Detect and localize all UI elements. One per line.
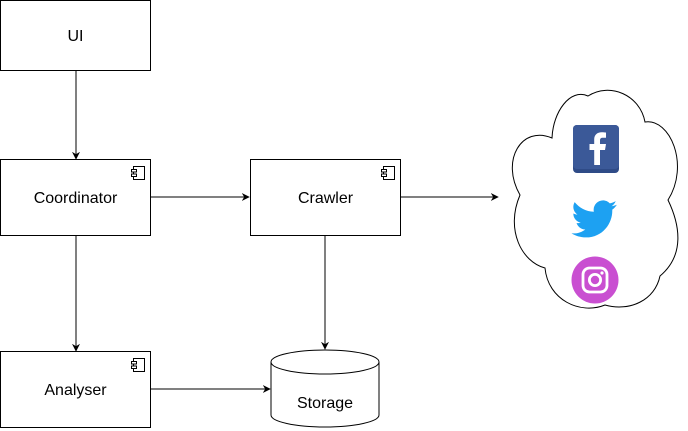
analyser-node[interactable]: Analyser [0, 351, 151, 428]
coordinator-box [0, 159, 151, 236]
coordinator-label: Coordinator [34, 190, 118, 207]
edges [72, 70, 499, 393]
ui-box [0, 0, 151, 71]
storage-node[interactable]: Storage [270, 349, 380, 428]
analyser-label: Analyser [44, 382, 107, 399]
instagram-icon [571, 256, 619, 304]
twitter-icon [571, 200, 617, 238]
coordinator-node[interactable]: Coordinator [0, 159, 151, 236]
crawler-box [250, 159, 401, 236]
storage-label: Storage [297, 395, 353, 412]
facebook-icon [573, 125, 619, 173]
ui-label: UI [68, 28, 84, 45]
component-icon [381, 166, 395, 180]
cloud-shape [511, 89, 679, 309]
storage-cylinder [270, 349, 380, 428]
social-cloud[interactable] [511, 89, 679, 309]
component-icon [131, 166, 145, 180]
crawler-label: Crawler [298, 190, 354, 207]
storage-cylinder-top-rim [270, 361, 380, 375]
crawler-node[interactable]: Crawler [250, 159, 401, 236]
component-icon [131, 358, 145, 372]
analyser-box [0, 351, 151, 428]
ui-node[interactable]: UI [0, 0, 151, 71]
